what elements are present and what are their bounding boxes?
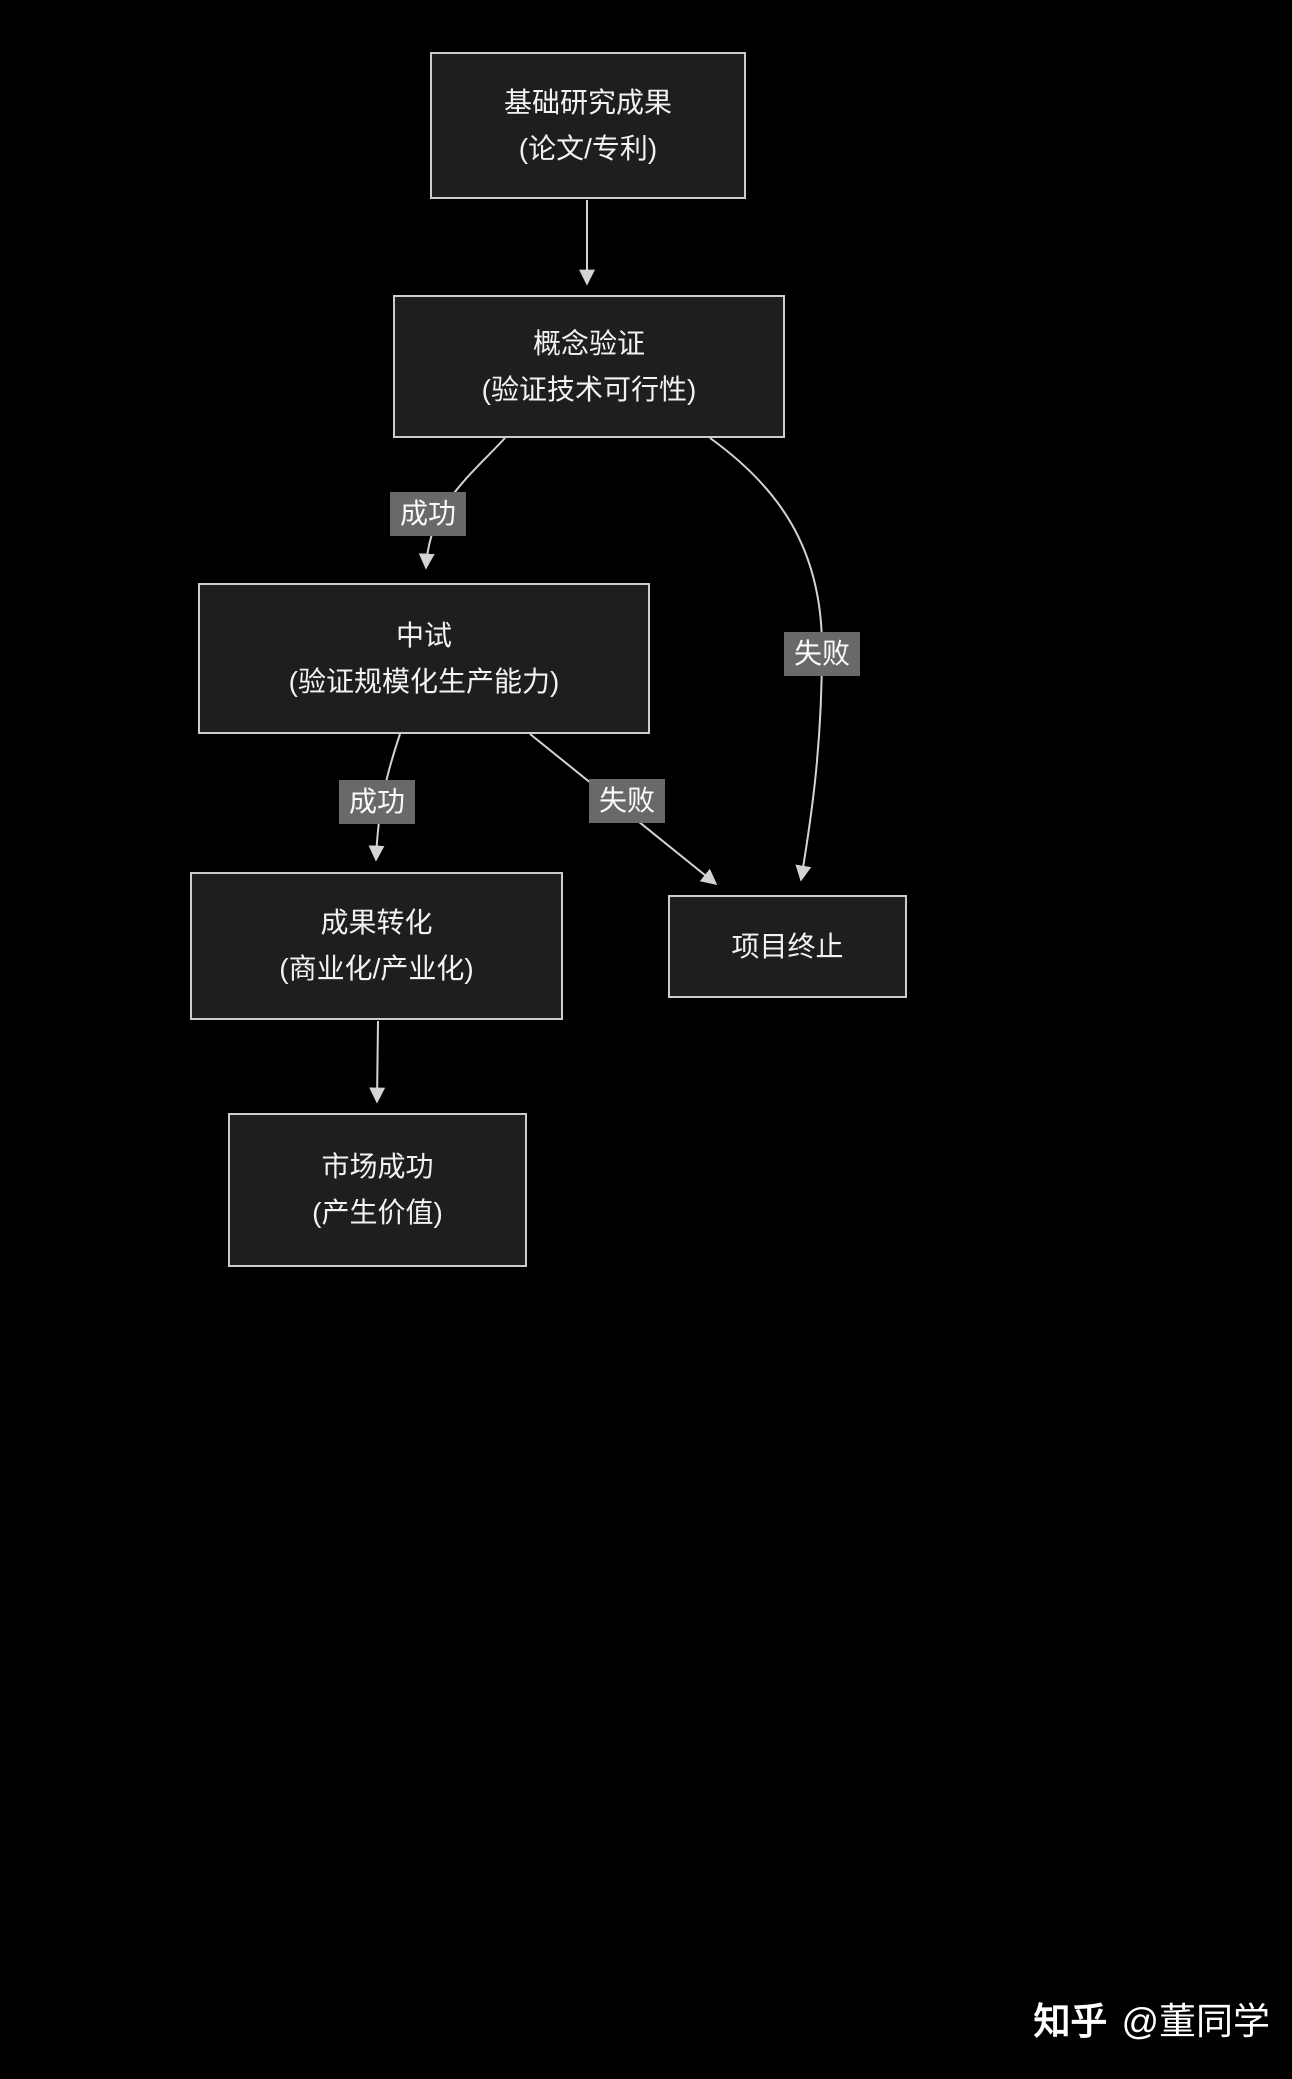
node-pilot-test-subtitle: (验证规模化生产能力) <box>288 665 560 697</box>
node-project-termination: 项目终止 <box>668 895 907 998</box>
edge-label-failure-pilot-termination: 失败 <box>588 779 666 823</box>
node-basic-research: 基础研究成果 (论文/专利) <box>430 52 746 199</box>
node-proof-of-concept-subtitle: (验证技术可行性) <box>481 373 697 405</box>
watermark-author: @董同学 <box>1121 2001 1270 2042</box>
edge-commercialization-to-market <box>369 1020 386 1104</box>
node-pilot-test-title: 中试 <box>395 619 452 651</box>
node-proof-of-concept: 概念验证 (验证技术可行性) <box>393 295 785 438</box>
edge-label-success-poc-pilot: 成功 <box>389 492 467 536</box>
node-commercialization-subtitle: (商业化/产业化) <box>279 953 474 984</box>
node-commercialization: 成果转化 (商业化/产业化) <box>190 872 563 1020</box>
node-basic-research-title: 基础研究成果 <box>503 86 672 118</box>
node-proof-of-concept-title: 概念验证 <box>532 327 645 359</box>
node-pilot-test: 中试 (验证规模化生产能力) <box>198 583 650 734</box>
node-commercialization-title: 成果转化 <box>320 907 433 938</box>
node-market-success-title: 市场成功 <box>321 1151 434 1182</box>
watermark: 知乎 @董同学 <box>1033 2002 1270 2042</box>
watermark-brand: 知乎 <box>1033 2001 1108 2042</box>
edge-label-success-pilot-commercialization: 成功 <box>338 780 416 824</box>
edge-label-failure-poc-termination: 失败 <box>783 632 861 676</box>
node-market-success-subtitle: (产生价值) <box>312 1197 443 1228</box>
node-market-success: 市场成功 (产生价值) <box>228 1113 527 1267</box>
node-basic-research-subtitle: (论文/专利) <box>518 132 658 164</box>
node-project-termination-title: 项目终止 <box>731 930 844 962</box>
